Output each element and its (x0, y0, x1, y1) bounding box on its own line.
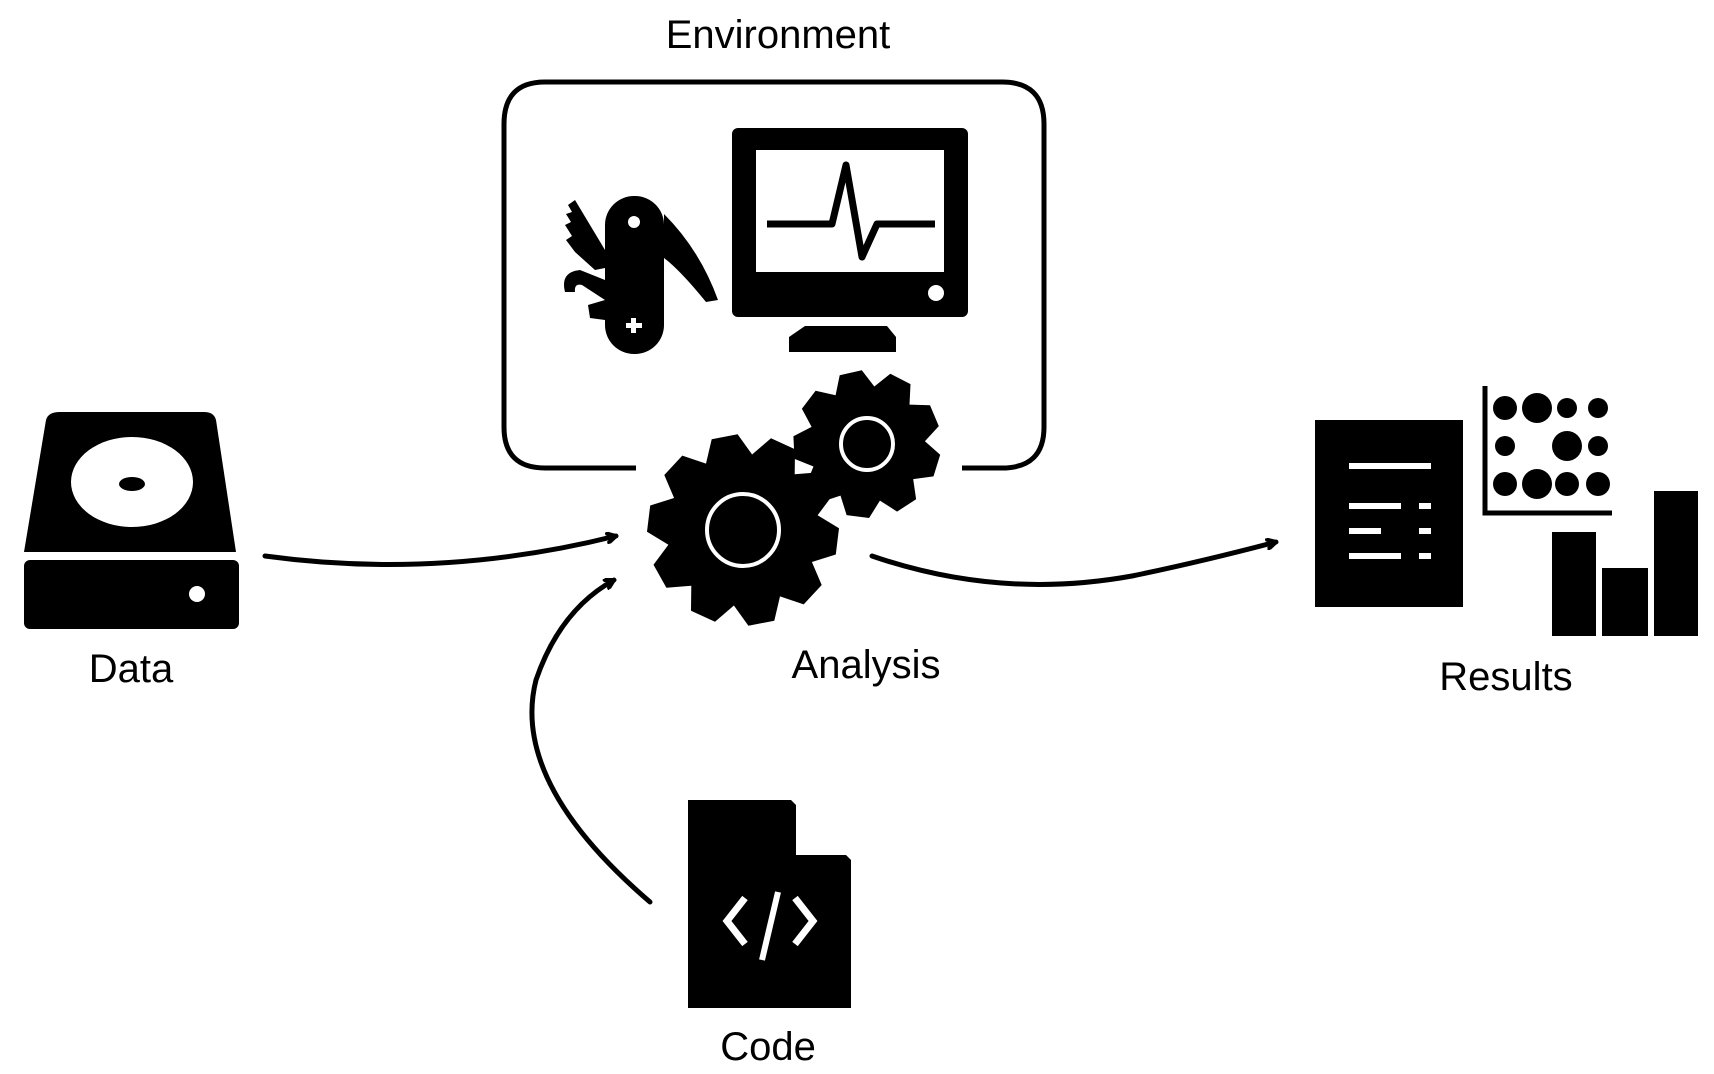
gear-ring (839, 416, 895, 472)
code-file-icon (688, 800, 851, 1008)
data-to-analysis-arrow (262, 536, 619, 567)
document-icon (1315, 420, 1463, 607)
hard-drive-icon (24, 412, 239, 629)
swiss-army-knife-icon (564, 196, 718, 354)
code-label: Code (720, 1025, 816, 1069)
data-label: Data (89, 647, 174, 691)
environment-label: Environment (666, 13, 891, 57)
code-to-analysis-arrow (529, 577, 653, 905)
gear-hub (713, 500, 773, 560)
bar-chart-icon (1552, 491, 1698, 636)
analysis-to-results-arrow (869, 542, 1279, 587)
results-label: Results (1439, 655, 1572, 699)
gear-hub (847, 424, 887, 464)
monitor-icon (732, 128, 968, 352)
environment-box (501, 79, 1047, 471)
gear-ring (705, 492, 781, 568)
scatter-plot-icon (1482, 386, 1612, 516)
gears-icon (647, 370, 941, 626)
analysis-label: Analysis (792, 643, 941, 687)
